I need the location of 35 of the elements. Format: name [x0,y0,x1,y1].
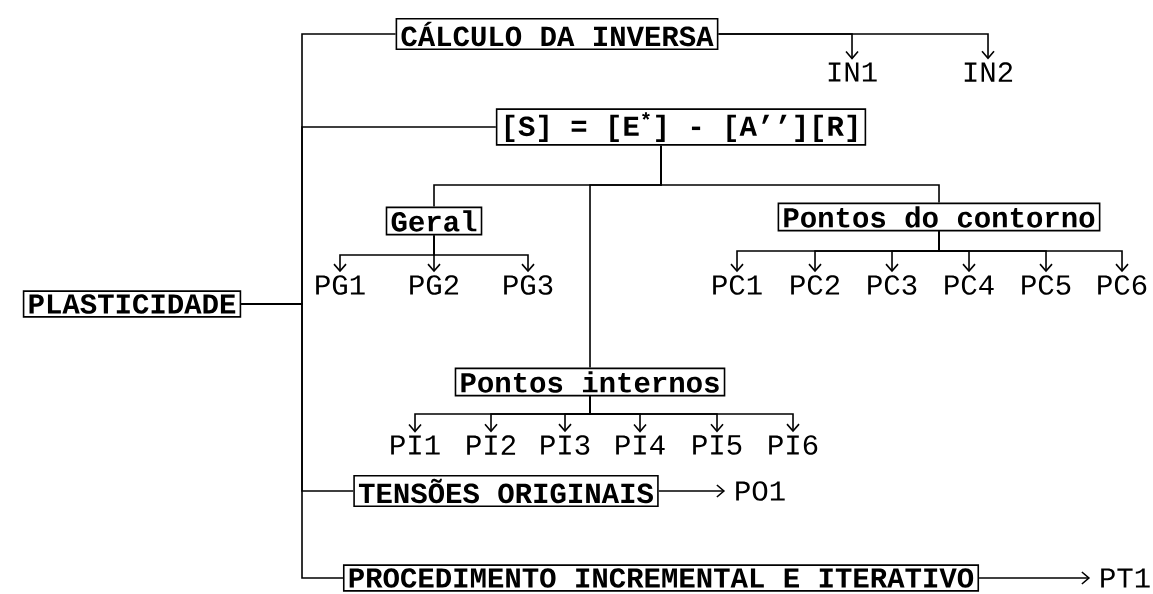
node-label: IN1 [828,62,877,82]
connector [717,33,995,60]
node-label: PI4 [616,435,665,455]
node-label: PI5 [693,435,742,455]
node-label: PC3 [868,275,917,295]
node-label: PI1 [391,435,440,455]
connector [978,571,1091,585]
connector [240,303,344,579]
node-label: PT1 [1101,568,1150,588]
node-label: PG2 [410,275,459,295]
node-label: PI6 [769,435,818,455]
node-label: PC6 [1098,275,1147,295]
connector [589,395,800,433]
node-label: PG3 [504,275,553,295]
label-box: PLASTICIDADE [22,290,242,318]
label-box: CÁLCULO DA INVERSA [395,18,719,50]
connector [938,230,1129,273]
label-box: [S] = [E$^{*}$] - [A’’][R] [495,108,867,146]
node-label: PC4 [945,275,994,295]
node-label: IN2 [964,62,1013,82]
label-box: Pontos internos [454,367,726,397]
node-label: PC2 [791,275,840,295]
node-label: PG1 [316,275,365,295]
connector [657,484,726,498]
connector [433,234,535,273]
connector [660,144,940,204]
label-box: TENSÕES ORIGINAIS [353,475,659,508]
node-label: PO1 [736,481,785,501]
label-box: Pontos do contorno [777,202,1101,232]
node-label: PC1 [713,275,762,295]
node-label: PC5 [1022,275,1071,295]
label-box: Geral [385,206,483,236]
node-label: PI3 [541,435,590,455]
label-box: PROCEDIMENTO INCREMENTAL E ITERATIVO [342,564,980,592]
node-label: PI2 [467,435,516,455]
